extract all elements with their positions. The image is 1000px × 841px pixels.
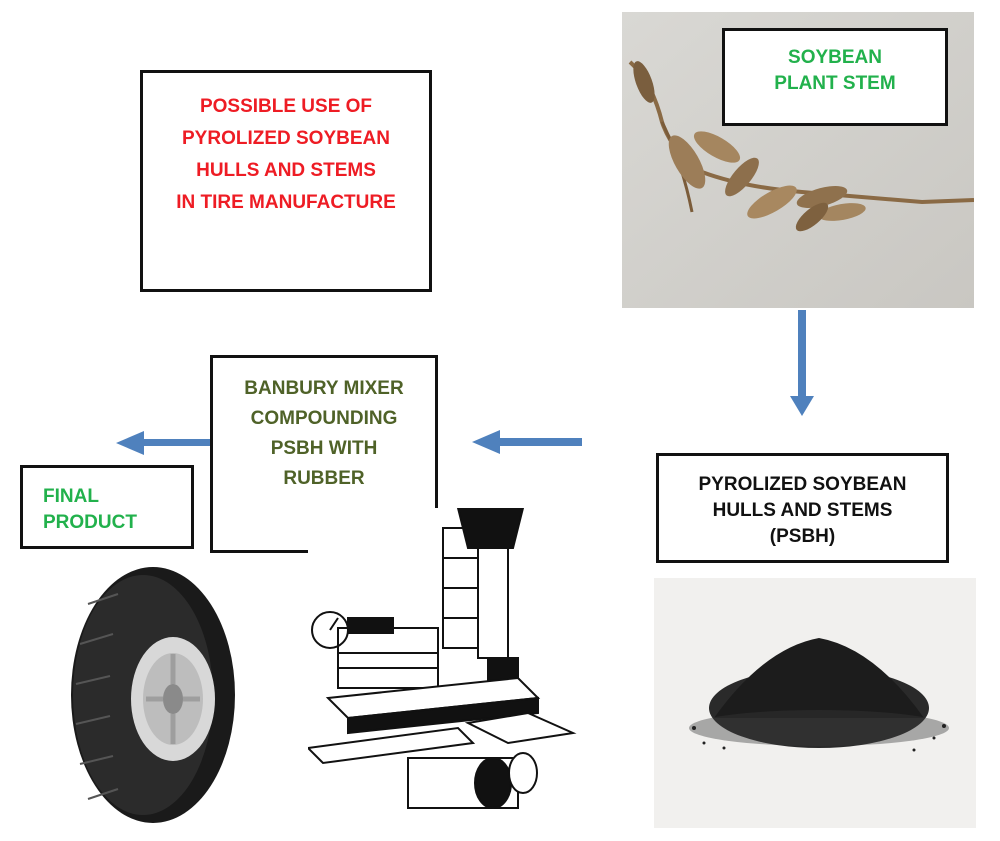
banbury-mixer-drawing bbox=[308, 508, 578, 820]
final-line-1: FINAL bbox=[43, 486, 99, 507]
soybean-stem-box: SOYBEAN PLANT STEM bbox=[722, 28, 948, 126]
down-arrow-icon bbox=[790, 310, 814, 416]
psbh-line-1: PYROLIZED SOYBEAN bbox=[698, 474, 907, 495]
soybean-line-1: SOYBEAN bbox=[788, 47, 882, 68]
black-powder-photo bbox=[654, 578, 976, 828]
psbh-line-2: HULLS AND STEMS bbox=[712, 500, 893, 521]
tire-photo bbox=[58, 564, 238, 826]
left-arrow-to-product-icon bbox=[116, 431, 210, 455]
psbh-line-3: (PSBH) bbox=[769, 526, 836, 547]
banbury-line-4: RUBBER bbox=[283, 468, 365, 489]
final-line-2: PRODUCT bbox=[43, 512, 137, 533]
final-product-box: FINAL PRODUCT bbox=[20, 465, 194, 549]
psbh-box: PYROLIZED SOYBEAN HULLS AND STEMS (PSBH) bbox=[656, 453, 949, 563]
title-line-4: IN TIRE MANUFACTURE bbox=[176, 192, 396, 213]
banbury-line-1: BANBURY MIXER bbox=[244, 378, 404, 399]
title-box: POSSIBLE USE OF PYROLIZED SOYBEAN HULLS … bbox=[140, 70, 432, 292]
banbury-line-2: COMPOUNDING bbox=[250, 408, 398, 429]
banbury-line-3: PSBH WITH bbox=[270, 438, 378, 459]
title-line-1: POSSIBLE USE OF bbox=[199, 96, 373, 117]
title-line-2: PYROLIZED SOYBEAN bbox=[182, 128, 390, 149]
left-arrow-to-mixer-icon bbox=[472, 430, 582, 454]
soybean-line-2: PLANT STEM bbox=[774, 73, 896, 94]
title-line-3: HULLS AND STEMS bbox=[196, 160, 376, 181]
